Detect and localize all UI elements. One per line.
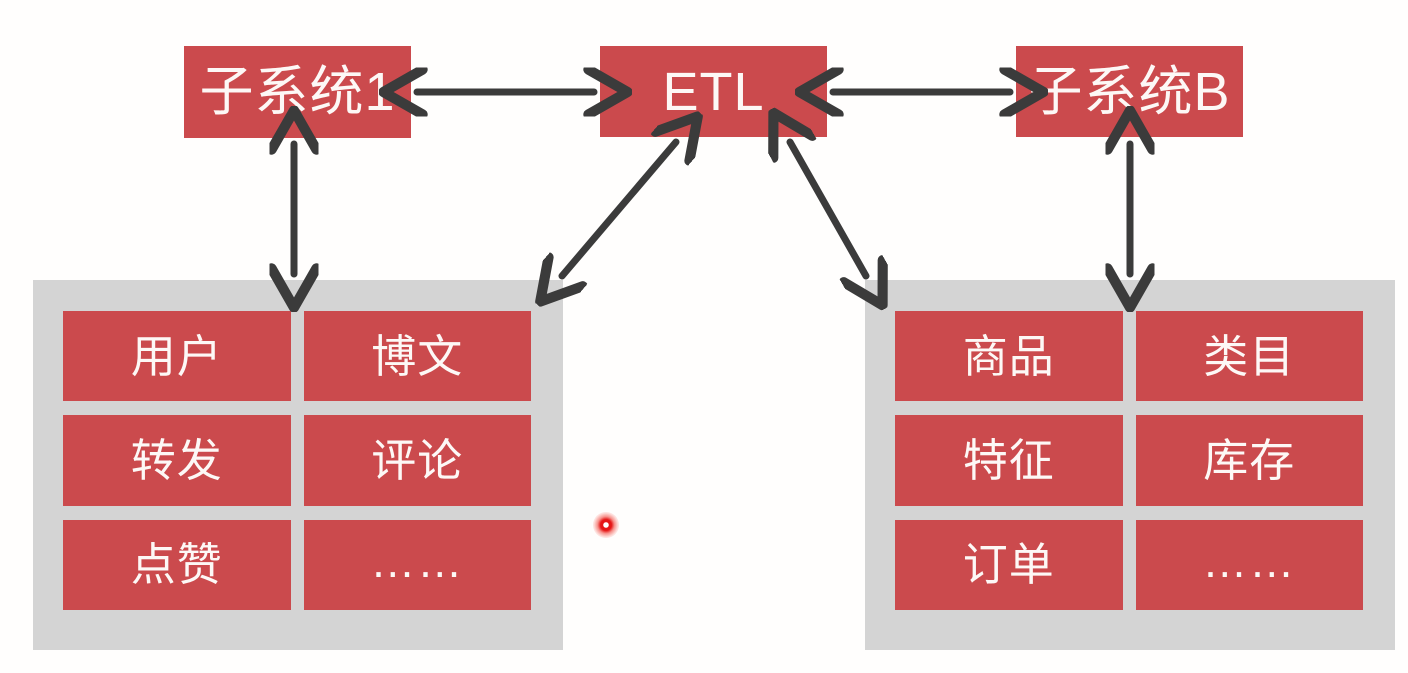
node-subsystem1[interactable]: 子系统1: [184, 46, 411, 138]
node-etl-label: ETL: [662, 61, 765, 122]
entity-label: ……: [1202, 536, 1297, 588]
entity-box-ellipsis[interactable]: ……: [1135, 519, 1363, 610]
entity-label: 库存: [1203, 434, 1296, 486]
node-subsystem1-label: 子系统1: [199, 62, 396, 122]
entity-box[interactable]: 类目: [1135, 311, 1363, 402]
node-subsystem-b-label: 子系统B: [1028, 61, 1231, 122]
entity-box[interactable]: 订单: [895, 519, 1123, 610]
cursor-click-indicator: [593, 512, 619, 538]
node-subsystem-b[interactable]: 子系统B: [1016, 46, 1243, 137]
entity-box[interactable]: 评论: [303, 415, 531, 506]
entity-label: 博文: [371, 330, 464, 382]
entity-label: 商品: [962, 330, 1055, 382]
entity-box[interactable]: 商品: [895, 311, 1123, 402]
entity-box[interactable]: 库存: [1135, 415, 1363, 506]
entity-label: ……: [370, 536, 465, 588]
connector-etl-right-store: [790, 142, 866, 276]
entity-box[interactable]: 用户: [63, 311, 291, 402]
group-panel-left-store: 用户 博文 转发 评论 点赞 ……: [33, 280, 563, 650]
entity-label: 特征: [962, 434, 1055, 486]
entity-box[interactable]: 特征: [895, 415, 1123, 506]
group-right-store-grid: 商品 类目 特征 库存 订单 ……: [895, 311, 1363, 610]
entity-box[interactable]: 点赞: [63, 519, 291, 610]
entity-label: 评论: [371, 434, 464, 486]
entity-box-ellipsis[interactable]: ……: [303, 519, 531, 610]
group-left-store-grid: 用户 博文 转发 评论 点赞 ……: [63, 311, 531, 610]
group-panel-right-store: 商品 类目 特征 库存 订单 ……: [865, 280, 1395, 650]
entity-box[interactable]: 博文: [303, 311, 531, 402]
entity-label: 类目: [1203, 330, 1296, 382]
entity-label: 订单: [962, 539, 1055, 591]
entity-label: 转发: [130, 434, 223, 486]
node-etl[interactable]: ETL: [600, 46, 827, 137]
entity-label: 用户: [130, 330, 223, 382]
entity-label: 点赞: [130, 539, 223, 591]
connector-etl-left-store: [562, 142, 676, 276]
entity-box[interactable]: 转发: [63, 415, 291, 506]
